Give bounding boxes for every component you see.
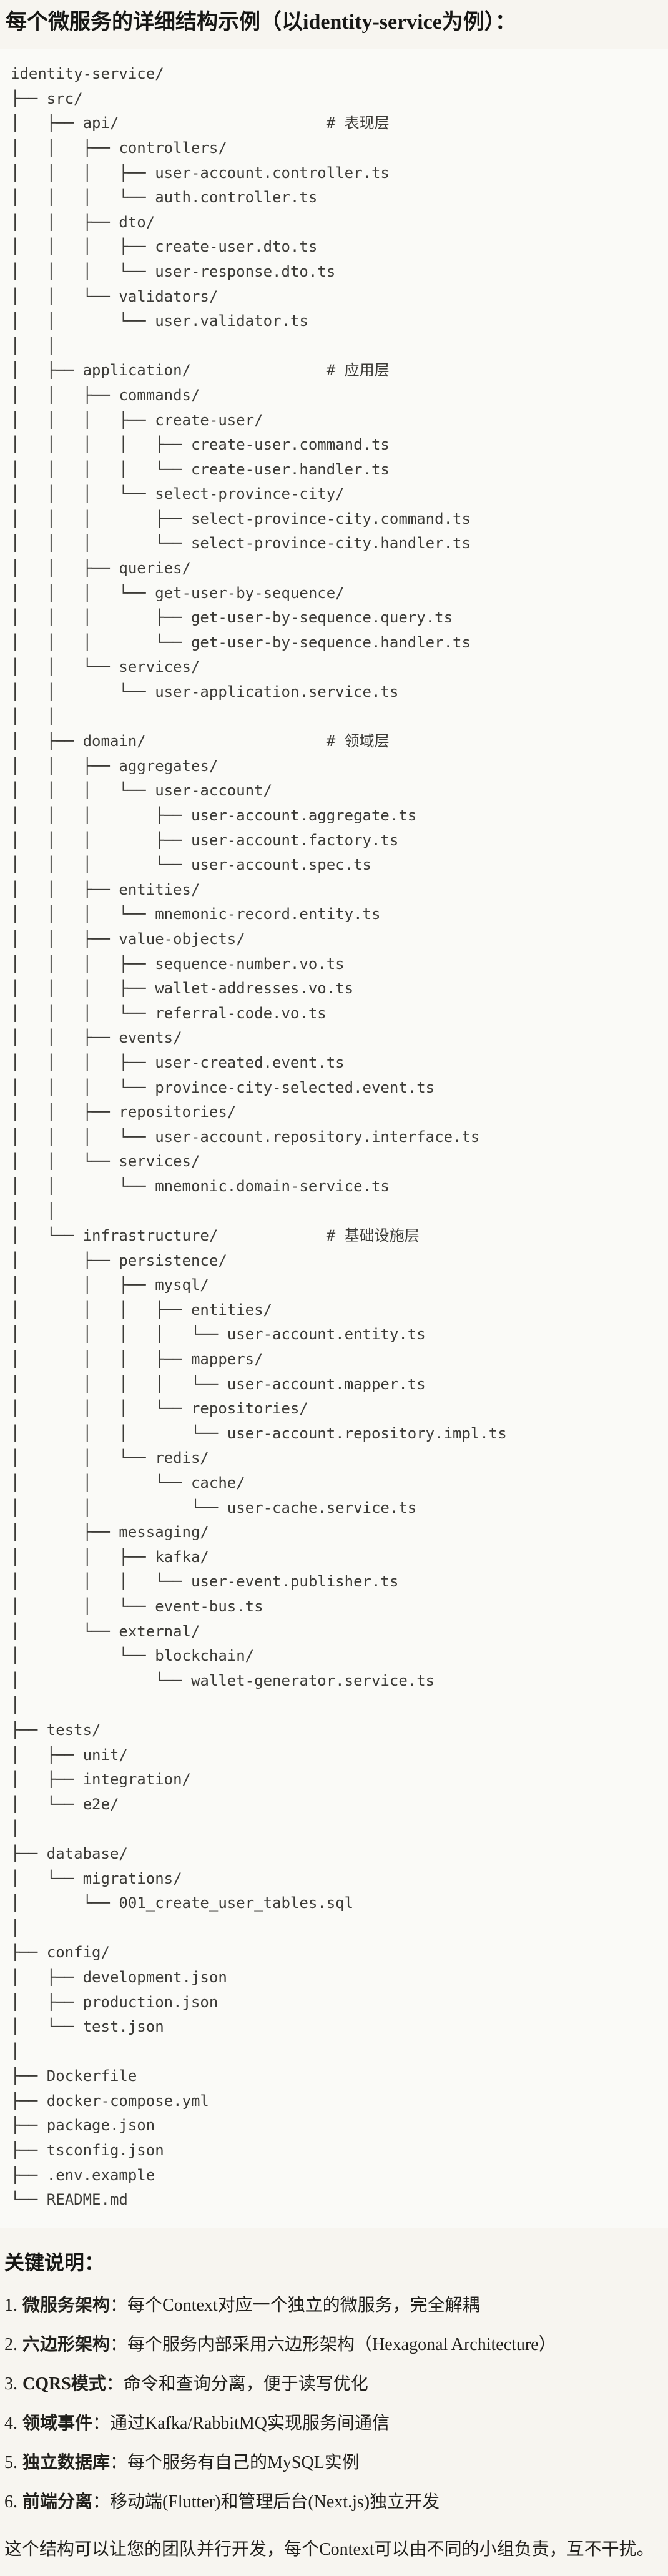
file-tree-code-block: identity-service/ ├── src/ │ ├── api/ # … bbox=[0, 49, 668, 2228]
note-content: 前端分离：移动端(Flutter)和管理后台(Next.js)独立开发 bbox=[22, 2490, 440, 2515]
note-number: 5. bbox=[4, 2452, 17, 2472]
file-tree: identity-service/ ├── src/ │ ├── api/ # … bbox=[11, 65, 507, 2209]
note-text: ：通过Kafka/RabbitMQ实现服务间通信 bbox=[92, 2413, 390, 2433]
note-number: 1. bbox=[4, 2295, 17, 2315]
note-content: 独立数据库：每个服务有自己的MySQL实例 bbox=[22, 2451, 360, 2475]
note-item-6: 6. 前端分离：移动端(Flutter)和管理后台(Next.js)独立开发 bbox=[4, 2490, 664, 2515]
note-text: ：每个Context对应一个独立的微服务，完全解耦 bbox=[110, 2295, 480, 2315]
notes-heading: 关键说明： bbox=[4, 2251, 105, 2274]
note-content: 六边形架构：每个服务内部采用六边形架构（Hexagonal Architectu… bbox=[22, 2333, 556, 2357]
note-number: 3. bbox=[4, 2374, 17, 2394]
note-text: ：每个服务内部采用六边形架构（Hexagonal Architecture） bbox=[110, 2334, 556, 2354]
note-label: 领域事件 bbox=[22, 2413, 93, 2433]
note-content: 领域事件：通过Kafka/RabbitMQ实现服务间通信 bbox=[22, 2411, 390, 2436]
page-title: 每个微服务的详细结构示例（以identity-service为例）： bbox=[6, 11, 516, 34]
note-item-5: 5. 独立数据库：每个服务有自己的MySQL实例 bbox=[4, 2451, 664, 2475]
note-content: CQRS模式：命令和查询分离，便于读写优化 bbox=[22, 2372, 368, 2397]
closing-paragraph: 这个结构可以让您的团队并行开发，每个Context可以由不同的小组负责，互不干扰… bbox=[4, 2539, 654, 2559]
note-item-4: 4. 领域事件：通过Kafka/RabbitMQ实现服务间通信 bbox=[4, 2411, 664, 2436]
notes-list: 1. 微服务架构：每个Context对应一个独立的微服务，完全解耦 2. 六边形… bbox=[4, 2293, 664, 2515]
note-label: 六边形架构 bbox=[22, 2334, 111, 2354]
note-number: 6. bbox=[4, 2492, 17, 2512]
note-item-3: 3. CQRS模式：命令和查询分离，便于读写优化 bbox=[4, 2372, 664, 2397]
note-label: 独立数据库 bbox=[22, 2452, 111, 2472]
note-item-2: 2. 六边形架构：每个服务内部采用六边形架构（Hexagonal Archite… bbox=[4, 2333, 664, 2357]
note-item-1: 1. 微服务架构：每个Context对应一个独立的微服务，完全解耦 bbox=[4, 2293, 664, 2318]
note-number: 4. bbox=[4, 2413, 17, 2433]
note-number: 2. bbox=[4, 2334, 17, 2354]
note-text: ：每个服务有自己的MySQL实例 bbox=[110, 2452, 360, 2472]
note-label: CQRS模式 bbox=[22, 2374, 106, 2394]
note-label: 前端分离 bbox=[22, 2492, 93, 2512]
note-label: 微服务架构 bbox=[22, 2295, 111, 2315]
note-text: ：命令和查询分离，便于读写优化 bbox=[106, 2374, 368, 2394]
note-content: 微服务架构：每个Context对应一个独立的微服务，完全解耦 bbox=[22, 2293, 480, 2318]
note-text: ：移动端(Flutter)和管理后台(Next.js)独立开发 bbox=[92, 2492, 440, 2512]
